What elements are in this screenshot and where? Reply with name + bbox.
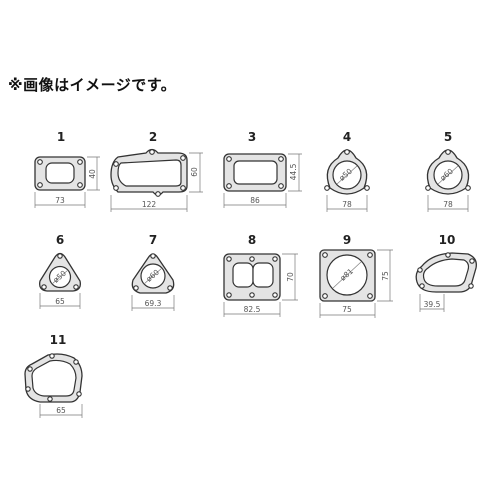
gasket-1-height: 40 — [88, 169, 97, 179]
gasket-6-width: 65 — [55, 297, 65, 306]
gasket-1-width: 73 — [55, 196, 65, 205]
gasket-9-number: 9 — [343, 233, 351, 247]
gasket-7-number: 7 — [149, 233, 157, 247]
gasket-10-width: 39.5 — [424, 300, 441, 309]
gasket-2-number: 2 — [149, 130, 157, 144]
gasket-4-width: 78 — [342, 200, 352, 209]
gasket-1-number: 1 — [57, 130, 65, 144]
gasket-11-width: 65 — [56, 406, 66, 415]
image-caption: ※画像はイメージです。 — [8, 76, 177, 94]
gasket-9: 9 ø81 75 75 — [319, 233, 393, 318]
gasket-4: 4 ø50 78 — [324, 130, 370, 212]
gasket-3: 3 86 44.5 — [223, 130, 302, 208]
gasket-9-height: 75 — [381, 271, 390, 281]
gasket-11-number: 11 — [50, 333, 67, 347]
gasket-5-number: 5 — [444, 130, 452, 144]
gasket-7: 7 ø60 69.3 — [131, 233, 175, 311]
gasket-10-number: 10 — [439, 233, 456, 247]
gasket-6: 6 ø50 65 — [39, 233, 81, 309]
gasket-3-number: 3 — [248, 130, 256, 144]
gasket-2-width: 122 — [142, 200, 157, 209]
gasket-2: 2 122 60 — [110, 130, 203, 212]
gasket-2-height: 60 — [190, 167, 199, 177]
gasket-5-width: 78 — [443, 200, 453, 209]
gasket-3-height: 44.5 — [289, 163, 298, 180]
gasket-5: 5 ø60 78 — [425, 130, 471, 212]
gasket-4-number: 4 — [343, 130, 351, 144]
gasket-9-width: 75 — [342, 305, 352, 314]
gasket-8: 8 82.5 70 — [223, 233, 298, 317]
gasket-1: 1 73 40 — [34, 130, 100, 208]
gasket-7-width: 69.3 — [145, 299, 162, 308]
gasket-10: 10 39.5 — [415, 233, 477, 312]
gasket-11: 11 65 — [24, 333, 83, 418]
gasket-8-number: 8 — [248, 233, 256, 247]
gasket-8-height: 70 — [286, 272, 295, 282]
gasket-6-number: 6 — [56, 233, 64, 247]
gasket-8-width: 82.5 — [244, 305, 261, 314]
gasket-3-width: 86 — [250, 196, 260, 205]
